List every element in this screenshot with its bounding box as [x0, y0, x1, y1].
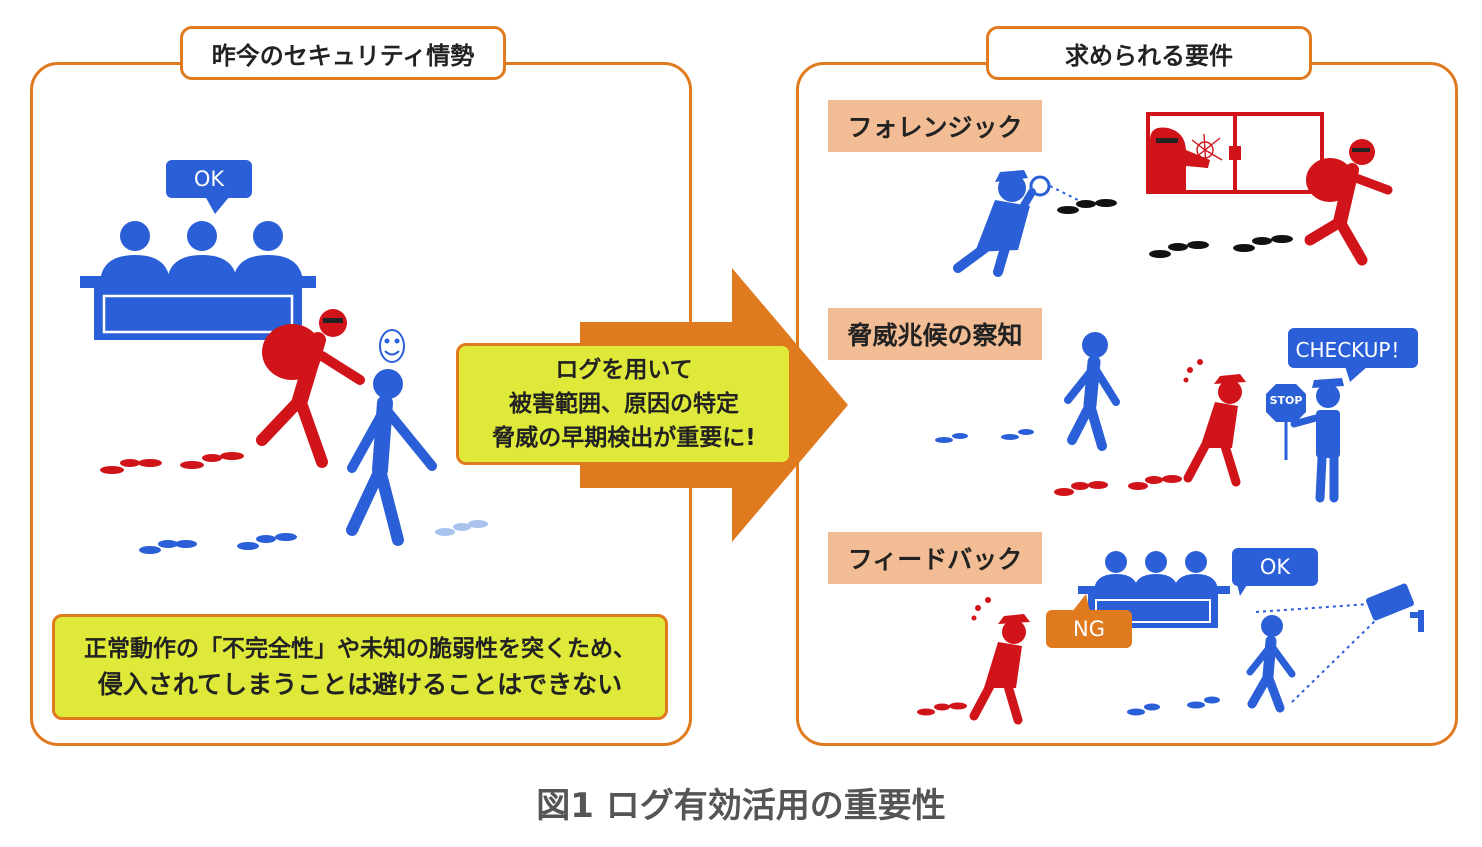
left-note-line-2: 侵入されてしまうことは避けることはできない: [97, 670, 623, 699]
ok-bubble-2: OK: [1232, 548, 1318, 586]
left-panel-title: 昨今のセキュリティ情勢: [180, 26, 506, 80]
blue-footprints-3-icon: [1127, 696, 1220, 716]
police-officer-icon: [1290, 378, 1344, 503]
walking-person-icon: [346, 369, 437, 546]
walking-person-2-icon: [1064, 332, 1120, 451]
suspicious-person-2-icon: [969, 597, 1030, 725]
ok-bubble: OK: [166, 160, 252, 198]
figure-caption: 図1 ログ有効活用の重要性: [536, 786, 946, 826]
arrow-line-3: 脅威の早期検出が重要に!: [492, 425, 756, 451]
blue-footprints-2-icon: [935, 429, 1034, 443]
stop-sign-text: STOP: [1269, 394, 1303, 407]
arrow-line-1: ログを用いて: [555, 357, 693, 383]
ng-bubble: NG: [1046, 610, 1132, 648]
ok-bubble-text: OK: [193, 167, 225, 191]
red-footprints-icon: [100, 452, 244, 474]
smiley-icon: [379, 329, 405, 363]
checkup-bubble-text: CHECKUP！: [1295, 337, 1411, 362]
ok-bubble-tail-icon: [205, 196, 230, 214]
ok-bubble-2-text: OK: [1259, 555, 1291, 579]
arrow-line-2: 被害範囲、原因の特定: [509, 391, 739, 417]
arrow-message-box: ログを用いて 被害範囲、原因の特定 脅威の早期検出が重要に!: [456, 343, 792, 465]
thief-icon: [256, 309, 365, 468]
stop-sign-icon: [1266, 384, 1306, 422]
section-feedback: フィードバック: [828, 532, 1042, 584]
walking-person-3-icon: [1246, 615, 1296, 713]
blue-footprints-icon: [139, 533, 297, 554]
checkup-bubble: CHECKUP！: [1288, 328, 1418, 368]
security-camera-icon: [1366, 583, 1424, 632]
left-note-box: 正常動作の「不完全性」や未知の脆弱性を突くため、 侵入されてしまうことは避けるこ…: [52, 614, 668, 720]
black-footprints-icon: [1057, 199, 1293, 258]
section-forensics: フォレンジック: [828, 100, 1042, 152]
right-panel-title: 求められる要件: [986, 26, 1312, 80]
suspicious-person-icon: [1183, 359, 1246, 487]
checkup-bubble-tail-icon: [1345, 366, 1368, 382]
magnifier-icon: [1029, 175, 1051, 197]
monitoring-team-icon: [80, 221, 316, 340]
broken-window-icon: [1146, 112, 1324, 194]
red-footprints-2-icon: [1054, 475, 1182, 496]
running-thief-icon: [1304, 139, 1393, 266]
faded-footprints-icon: [435, 520, 488, 536]
ng-bubble-tail-icon: [1072, 594, 1090, 612]
left-note-line-1: 正常動作の「不完全性」や未知の脆弱性を突くため、: [84, 636, 636, 662]
red-footprints-3-icon: [917, 702, 967, 716]
ng-bubble-text: NG: [1073, 617, 1105, 641]
section-threat-detection: 脅威兆候の察知: [828, 308, 1042, 360]
detective-icon: [953, 170, 1036, 277]
